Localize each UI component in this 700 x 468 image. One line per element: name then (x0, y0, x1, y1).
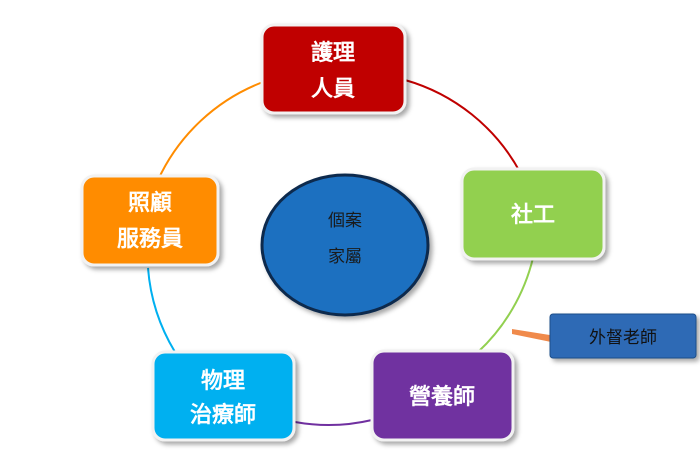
node-care-box (80, 174, 220, 267)
center-label-line2: 家屬 (328, 247, 362, 267)
center-ellipse (260, 173, 430, 317)
center-label-line1: 個案 (328, 211, 362, 231)
node-nursing-line1: 護理 (311, 40, 355, 66)
arc-care-to-nursing (157, 81, 264, 181)
node-care-line2: 服務員 (117, 226, 183, 252)
node-nutrition-box (370, 349, 515, 442)
node-care-worker: 照顧 服務員 (80, 174, 220, 267)
node-physio-line1: 物理 (201, 368, 245, 394)
node-nursing-staff: 護理 人員 (260, 23, 407, 115)
center-node: 個案 家屬 (260, 173, 430, 317)
callout-pointer (512, 329, 556, 343)
arc-nutrition-to-physio (294, 419, 373, 427)
callout-label: 外督老師 (589, 328, 657, 348)
node-physio-box (151, 350, 296, 442)
arc-nursing-to-social (404, 79, 521, 173)
ring-connectors (147, 79, 534, 427)
node-care-line1: 照顧 (128, 190, 172, 216)
arc-physio-to-care (147, 267, 176, 353)
node-nursing-box (260, 23, 407, 115)
node-nutritionist: 營養師 (370, 349, 515, 442)
node-physical-therapist: 物理 治療師 (151, 350, 296, 442)
callout-box (549, 313, 697, 359)
callout-external-supervisor: 外督老師 (512, 313, 697, 359)
node-nursing-line2: 人員 (311, 77, 355, 102)
node-nutrition-line1: 營養師 (409, 384, 475, 410)
arc-social-to-nutrition (477, 257, 534, 353)
node-social-line1: 社工 (511, 202, 555, 228)
node-physio-line2: 治療師 (190, 402, 256, 428)
node-social-worker: 社工 (460, 167, 606, 261)
node-social-box (460, 167, 606, 261)
